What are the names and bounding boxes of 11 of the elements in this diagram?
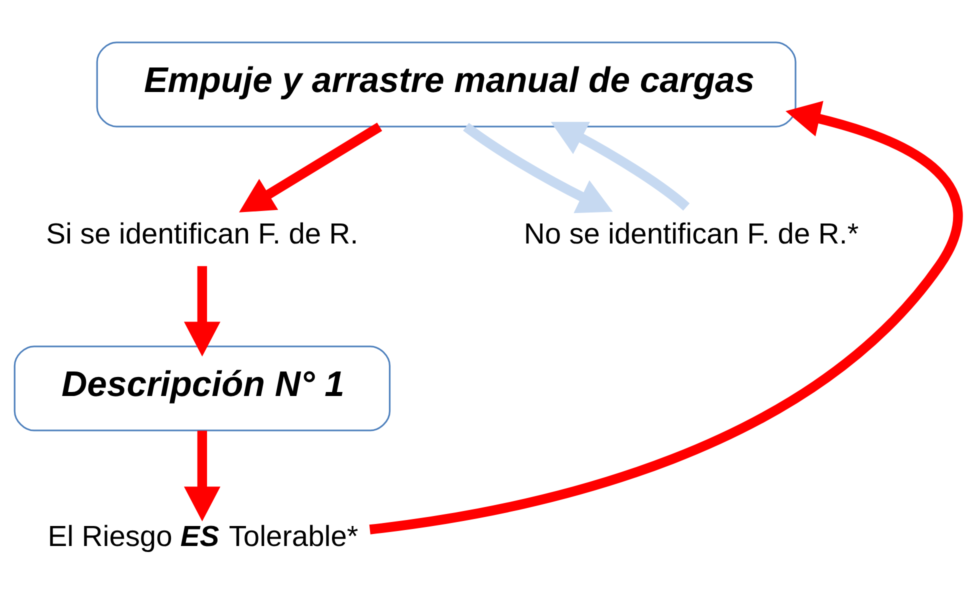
node-text: No se identifican F. de R.* (524, 218, 859, 251)
arrow (369, 100, 962, 534)
arrow (463, 122, 613, 214)
arrow (184, 266, 220, 356)
arrow (184, 430, 220, 522)
node-text: El Riesgo ES Tolerable* (48, 520, 358, 553)
node-text: Si se identifican F. de R. (46, 218, 358, 251)
arrow (550, 122, 690, 211)
node-box: Descripción N° 1 (14, 346, 391, 432)
node-box: Empuje y arrastre manual de cargas (96, 42, 796, 128)
arrow (239, 122, 382, 212)
